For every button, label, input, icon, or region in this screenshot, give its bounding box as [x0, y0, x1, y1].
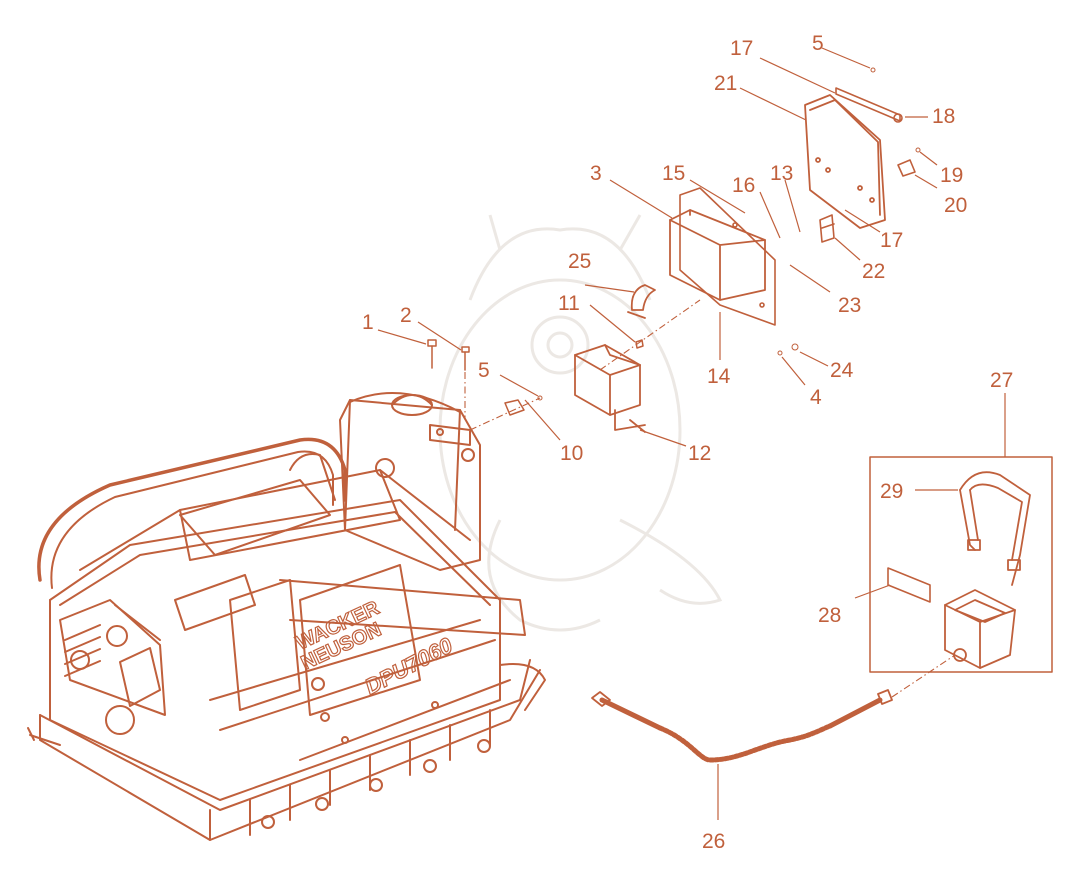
- part-11-connector: [635, 339, 644, 349]
- compactor-machine: [27, 392, 546, 841]
- callout-3: 3: [590, 162, 602, 185]
- callout-15: 15: [662, 162, 685, 185]
- part-27-remote-box: [944, 589, 1016, 669]
- callout-19: 19: [940, 164, 963, 187]
- callout-16: 16: [732, 174, 755, 197]
- part-24-screw: [791, 343, 799, 351]
- part-12-control-box: [574, 344, 646, 433]
- part-5-washer-top: [870, 67, 876, 73]
- callout-labels: 1 2 3 4 5 5 10 11 12 13 14 15 16 17 17 1…: [362, 32, 1013, 853]
- callout-29: 29: [880, 480, 903, 503]
- callout-12: 12: [688, 442, 711, 465]
- part-28-plate: [887, 567, 931, 603]
- part-2-bolt: [461, 346, 470, 371]
- brand-decal: WACKER NEUSON DPU7060: [292, 596, 458, 700]
- part-14-mount-plate: [679, 187, 776, 326]
- callout-18: 18: [932, 105, 955, 128]
- callout-21: 21: [714, 72, 737, 95]
- callout-11: 11: [558, 292, 580, 315]
- part-18-rod: [835, 87, 903, 123]
- part-25-elbow: [627, 284, 656, 319]
- callout-17a: 17: [730, 37, 753, 60]
- callout-17b: 17: [880, 229, 903, 252]
- callout-22: 22: [862, 260, 885, 283]
- leader-lines: [377, 47, 1006, 820]
- part-10-nut: [504, 399, 525, 416]
- part-21-cover-plate: [804, 94, 886, 229]
- callout-28: 28: [818, 604, 841, 627]
- part-3-battery-box: [669, 209, 766, 301]
- part-5-washer: [537, 395, 543, 401]
- callout-20: 20: [944, 194, 967, 217]
- part-4-screw: [777, 350, 783, 356]
- part-19-washer: [915, 147, 921, 153]
- callout-13: 13: [770, 162, 793, 185]
- callout-5b: 5: [812, 32, 824, 55]
- callout-26: 26: [702, 830, 725, 853]
- callout-5a: 5: [478, 359, 490, 382]
- callout-2: 2: [400, 304, 412, 327]
- callout-1: 1: [362, 311, 374, 334]
- callout-24: 24: [830, 359, 854, 382]
- part-26-cable: [591, 689, 893, 763]
- callout-27: 27: [990, 369, 1013, 392]
- part-22-latch: [819, 214, 835, 243]
- part-29-strap: [959, 471, 1031, 586]
- part-20-clip: [897, 159, 916, 177]
- part-1-bolt: [427, 339, 437, 369]
- callout-10: 10: [560, 442, 583, 465]
- callout-14: 14: [707, 365, 731, 388]
- watermark-mascot-icon: [438, 214, 723, 632]
- kit-27-frame: [869, 456, 1053, 673]
- callout-23: 23: [838, 294, 861, 317]
- callout-25: 25: [568, 250, 591, 273]
- callout-4: 4: [810, 386, 822, 409]
